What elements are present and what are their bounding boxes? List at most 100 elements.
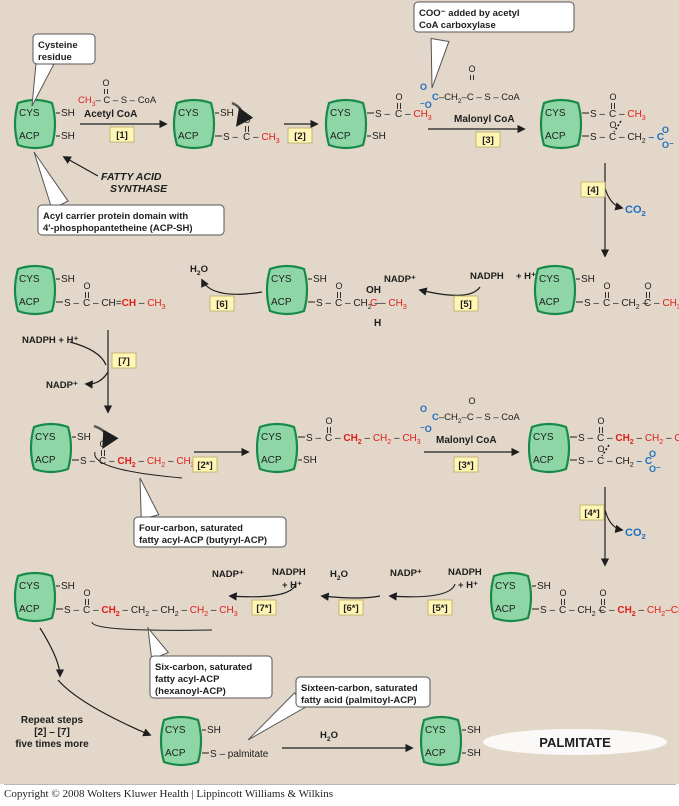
- acp-domain-label: ACP: [35, 455, 56, 466]
- formula-part: CH: [147, 456, 161, 467]
- callout-box: [32, 33, 96, 65]
- callout-text: (hexanoyl-ACP): [155, 686, 226, 697]
- water-label: H2​O: [330, 569, 348, 582]
- water-label: H2​O: [320, 730, 338, 743]
- enzyme-body: [324, 98, 368, 150]
- formula-part: 2: [175, 611, 179, 618]
- callout-text: CoA carboxylase: [419, 20, 496, 31]
- fatty-acid-synthase-label: FATTY ACID: [101, 171, 162, 183]
- formula-part: 2: [368, 304, 372, 311]
- arrow-step-6: [201, 278, 263, 295]
- cys-domain-label: CYS: [271, 274, 292, 285]
- step-label-s4s: [4*]: [579, 504, 605, 521]
- thiol-group: SH: [537, 581, 551, 592]
- carbonyl-oxygen: O: [597, 444, 604, 454]
- nadph-label: NADPH: [448, 567, 482, 578]
- acp-domain-label: ACP: [495, 604, 516, 615]
- formula-part: C –: [243, 132, 261, 143]
- thiol-group: SH: [372, 131, 386, 142]
- formula-part: –: [149, 605, 160, 616]
- formula-part: –: [634, 433, 645, 444]
- step-label-box: [453, 295, 479, 312]
- step-label-text: [4]: [587, 185, 599, 196]
- formula-part: – C: [634, 456, 652, 467]
- step-label-box: [453, 456, 479, 473]
- formula-part: –: [362, 433, 373, 444]
- formula-part: –: [636, 605, 647, 616]
- thiol-group: SH: [207, 725, 221, 736]
- nadp-out-arrow: [84, 371, 109, 389]
- step-label-box: [475, 131, 501, 148]
- acp-domain-label: ACP: [261, 455, 282, 466]
- formula-part: C – CH=: [83, 298, 122, 309]
- formula-part: CO: [625, 527, 642, 539]
- formula-part: CH: [117, 456, 131, 467]
- formula-part: –: [179, 605, 190, 616]
- formula-part: 2: [387, 439, 391, 446]
- step-label-s2s: [2*]: [192, 456, 218, 473]
- formula-part: 2: [592, 611, 596, 618]
- formula-part: 3: [92, 101, 96, 108]
- carbonyl-oxygen: O: [644, 281, 651, 291]
- thiol-group: SH: [77, 432, 91, 443]
- thioester-sulfur: S –: [223, 132, 238, 143]
- formula-part: 3: [677, 304, 679, 311]
- repeat-steps-text: [2] – [7]: [34, 727, 70, 738]
- formula-part: 2: [636, 304, 640, 311]
- formula-part: –CH: [439, 412, 458, 423]
- formula-part: –CH: [665, 605, 679, 616]
- formula-part: 3: [162, 304, 166, 311]
- formula-part: –: [136, 298, 147, 309]
- cys-domain-label: CYS: [19, 108, 40, 119]
- cys-domain-label: CYS: [35, 432, 56, 443]
- formula-part: 2: [642, 532, 646, 541]
- enzyme-body: [172, 98, 216, 150]
- step-label-box: [427, 599, 453, 616]
- formula-part: 2: [204, 611, 208, 618]
- formula-part: CH: [190, 605, 204, 616]
- thioester-sulfur: S –: [590, 132, 605, 143]
- formula-part: C – CH: [603, 298, 636, 309]
- thioester-sulfur: S –: [64, 298, 79, 309]
- formula-part: CH: [413, 109, 427, 120]
- formula-part: CH: [615, 433, 629, 444]
- formula-part: 2: [161, 462, 165, 469]
- formula-part: –: [120, 605, 131, 616]
- formula-part: CH: [101, 605, 115, 616]
- callout-text: fatty acyl-ACP: [155, 674, 220, 685]
- hexanoyl-bracket: [91, 621, 213, 631]
- callout-box: [413, 1, 575, 33]
- carboxyl-oxygen: O⁻: [649, 464, 661, 474]
- step-label-box: [251, 599, 277, 616]
- enzyme-body: [265, 264, 309, 316]
- step-label-box: [111, 352, 137, 369]
- formula-part: C –: [644, 298, 662, 309]
- formula-part: 2: [145, 611, 149, 618]
- formula-part: C –: [609, 109, 627, 120]
- butyryl-bracket: [94, 451, 183, 479]
- formula-part: C – CH: [559, 605, 592, 616]
- step-label-box: [287, 127, 313, 144]
- formula-part: –: [165, 456, 176, 467]
- enzyme-body: [533, 264, 577, 316]
- thiol-group: SH: [61, 274, 75, 285]
- callout-pointer: [430, 37, 450, 89]
- step-label-text: [3*]: [458, 460, 473, 471]
- copyright-notice: Copyright © 2008 Wolters Kluwer Health |…: [4, 784, 676, 805]
- formula-part: 2: [661, 611, 665, 618]
- formula-part: 2: [116, 611, 120, 618]
- step-label-s7: [7]: [111, 352, 137, 369]
- nadph-label: NADPH + H⁺: [22, 335, 78, 346]
- callout-text: Six-carbon, saturated: [155, 662, 252, 673]
- formula-part: –: [663, 433, 674, 444]
- butyryl-group: C – CH2​ – CH2​ – CH3​: [325, 433, 421, 446]
- acetyl-group: C – CH3​: [243, 132, 280, 145]
